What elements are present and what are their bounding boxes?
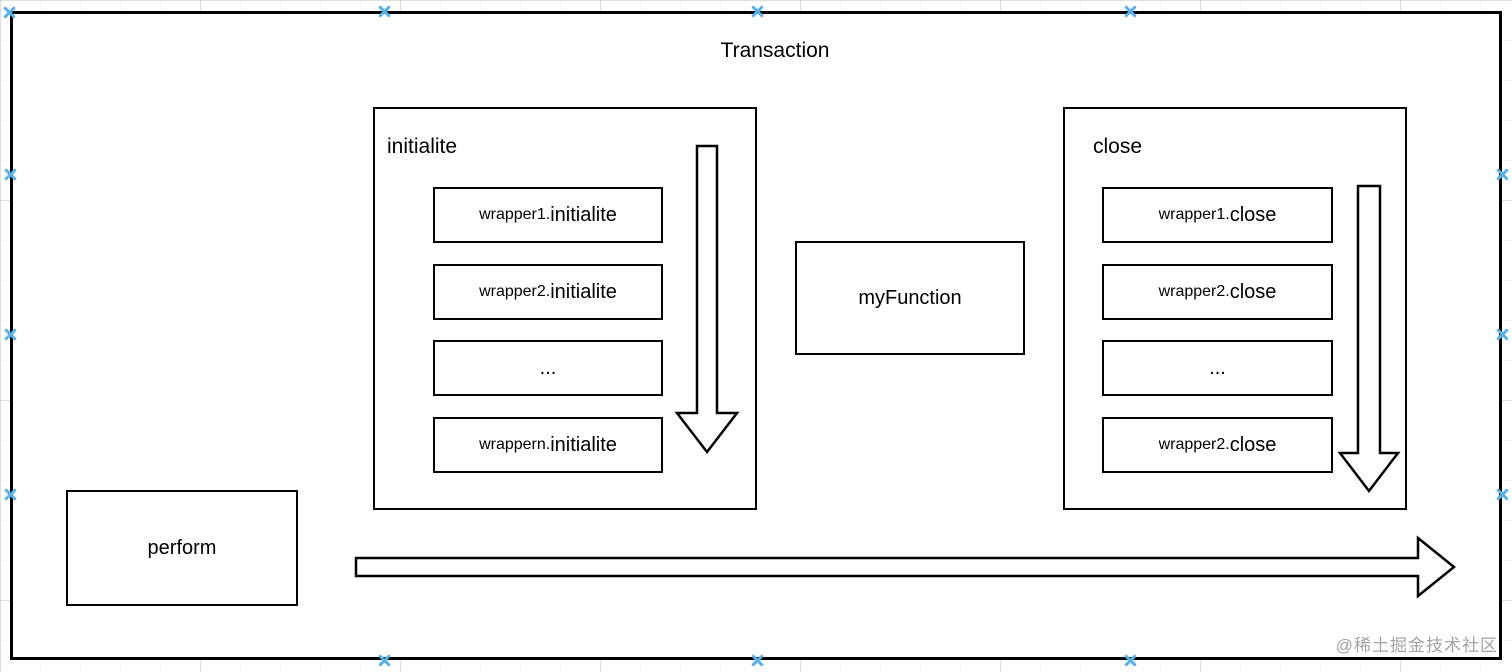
down-arrow-icon-close[interactable] bbox=[1337, 184, 1401, 494]
connection-cross-icon[interactable] bbox=[1123, 653, 1138, 668]
wrapper1-close-box[interactable]: wrapper1.close bbox=[1102, 187, 1333, 243]
juejin-watermark: @稀土掘金技术社区 bbox=[1335, 636, 1498, 655]
my-function-box[interactable]: myFunction bbox=[795, 241, 1025, 355]
right-arrow-icon-timeline[interactable] bbox=[354, 535, 1456, 599]
initialite-group-box[interactable]: initialite wrapper1.initialite wrapper2.… bbox=[373, 107, 757, 510]
wrapper-name-label: wrapper2. bbox=[1158, 436, 1230, 453]
transaction-title: Transaction bbox=[720, 39, 830, 62]
wrapper1-initialite-box[interactable]: wrapper1.initialite bbox=[433, 187, 663, 243]
close-group-label: close bbox=[1093, 135, 1143, 158]
wrapper-method-label: close bbox=[1229, 433, 1277, 456]
wrapper-name-label: wrappern. bbox=[479, 436, 551, 453]
wrapper-name-label: wrapper2. bbox=[479, 283, 551, 300]
ellipsis-box[interactable]: ... bbox=[1102, 340, 1333, 396]
connection-cross-icon[interactable] bbox=[3, 487, 18, 502]
wrapper-name-label: wrapper1. bbox=[1158, 206, 1230, 223]
wrapper-method-label: initialite bbox=[550, 433, 617, 456]
close-group-box[interactable]: close wrapper1.close wrapper2.close ... … bbox=[1063, 107, 1407, 510]
wrapper-method-label: close bbox=[1229, 280, 1277, 303]
wrapper-name-label: wrapper2. bbox=[1158, 283, 1230, 300]
connection-cross-icon[interactable] bbox=[377, 653, 392, 668]
ellipsis-label: ... bbox=[539, 356, 557, 379]
perform-box[interactable]: perform bbox=[66, 490, 298, 606]
connection-cross-icon[interactable] bbox=[1495, 167, 1510, 182]
perform-label: perform bbox=[147, 536, 217, 559]
my-function-label: myFunction bbox=[858, 286, 962, 309]
connection-cross-icon[interactable] bbox=[1123, 4, 1138, 19]
initialite-group-label: initialite bbox=[387, 135, 458, 158]
down-arrow-icon-initialite[interactable] bbox=[674, 144, 740, 455]
wrapper2-close-box[interactable]: wrapper2.close bbox=[1102, 264, 1333, 320]
connection-cross-icon[interactable] bbox=[750, 4, 765, 19]
wrapper-method-label: initialite bbox=[550, 280, 617, 303]
connection-cross-icon[interactable] bbox=[3, 167, 18, 182]
connection-cross-icon[interactable] bbox=[3, 327, 18, 342]
connection-cross-icon[interactable] bbox=[377, 4, 392, 19]
connection-cross-icon[interactable] bbox=[1495, 487, 1510, 502]
connection-cross-icon[interactable] bbox=[1495, 327, 1510, 342]
ellipsis-box[interactable]: ... bbox=[433, 340, 663, 396]
wrappern-initialite-box[interactable]: wrappern.initialite bbox=[433, 417, 663, 473]
wrapper-method-label: initialite bbox=[550, 203, 617, 226]
connection-cross-icon[interactable] bbox=[750, 653, 765, 668]
wrapper2-initialite-box[interactable]: wrapper2.initialite bbox=[433, 264, 663, 320]
connection-cross-icon[interactable] bbox=[2, 5, 17, 20]
wrapper-name-label: wrapper1. bbox=[479, 206, 551, 223]
wrapper-method-label: close bbox=[1229, 203, 1277, 226]
ellipsis-label: ... bbox=[1209, 356, 1226, 379]
wrapper2-close-box-bottom[interactable]: wrapper2.close bbox=[1102, 417, 1333, 473]
